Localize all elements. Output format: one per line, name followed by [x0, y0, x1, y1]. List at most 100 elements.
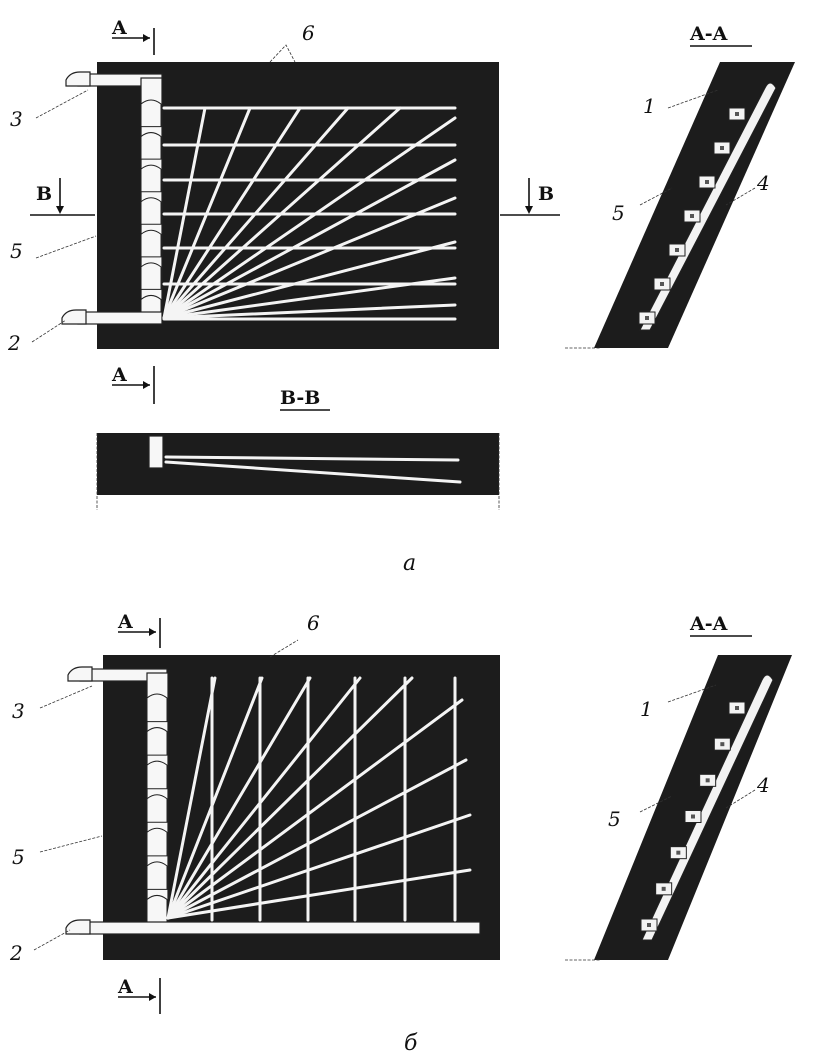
section-drill-chambers	[638, 107, 746, 325]
label-2: 2	[9, 941, 23, 965]
label-4: 4	[756, 171, 770, 195]
blast-hole	[166, 676, 414, 920]
label-3: 3	[10, 107, 23, 131]
blast-hole	[162, 196, 457, 320]
chamber-mark	[705, 778, 710, 783]
chamber-mark	[720, 742, 725, 747]
label-2: 2	[7, 331, 21, 355]
cut-a-top: A	[111, 17, 155, 55]
chamber-mark	[691, 814, 695, 819]
blast-hole	[166, 698, 464, 920]
part-b-plan: A A 3 5 2 6	[9, 611, 500, 1014]
blast-hole	[162, 240, 457, 320]
chamber-mark	[735, 706, 739, 710]
label-6: 6	[307, 611, 320, 635]
chamber-mark	[720, 146, 724, 150]
cut-a-bottom: A	[117, 976, 161, 1014]
cut-label: B	[538, 183, 554, 205]
label-4: 4	[756, 773, 770, 797]
cut-label: B	[36, 183, 52, 205]
chamber-mark	[705, 180, 709, 184]
chamber-mark	[647, 923, 651, 927]
raise-section	[148, 435, 164, 469]
lower-drift	[77, 311, 163, 325]
chamber-mark	[735, 112, 739, 116]
drill-niche	[140, 229, 162, 258]
chamber-mark	[675, 248, 679, 252]
section-title: B-B	[280, 387, 320, 409]
cut-label: A	[111, 17, 127, 39]
chamber-mark	[645, 316, 649, 320]
label-5: 5	[612, 201, 625, 225]
drill-niche	[140, 132, 162, 160]
chamber-mark	[676, 850, 681, 855]
blast-hole	[162, 158, 457, 320]
cut-label: A	[117, 976, 133, 998]
blast-hole	[162, 116, 457, 320]
drill-niche	[146, 693, 168, 723]
blast-hole	[162, 106, 252, 320]
upper-drift-portal	[67, 666, 93, 682]
cut-label: A	[117, 611, 133, 633]
cut-b-right: B	[500, 178, 560, 216]
inclined-raise	[639, 82, 777, 331]
caption-b: б	[404, 1031, 418, 1056]
blast-hole	[162, 303, 457, 320]
inclined-raise	[641, 674, 774, 941]
drill-niche	[140, 197, 162, 225]
label-5: 5	[608, 807, 621, 831]
cut-a-bottom: A	[111, 364, 155, 404]
label-1: 1	[643, 94, 656, 118]
cut-b-left: B	[30, 178, 95, 216]
raise-niches	[146, 693, 168, 924]
lower-drift-portal	[61, 309, 87, 325]
blast-hole	[162, 106, 207, 320]
blast-hole	[162, 106, 402, 320]
blast-hole	[166, 676, 217, 920]
part-a-plan: A A B B 3 5 2 6	[7, 17, 560, 404]
upper-drift-portal	[65, 71, 91, 87]
blast-hole	[166, 676, 362, 920]
blast-hole	[164, 455, 460, 462]
label-1: 1	[640, 697, 653, 721]
cut-a-top: A	[117, 611, 161, 648]
drill-niche	[146, 894, 168, 924]
chamber-mark	[661, 886, 666, 891]
ore-block-section	[97, 433, 499, 495]
drill-niche	[140, 164, 162, 193]
label-3: 3	[12, 699, 25, 723]
drill-niche	[140, 262, 162, 290]
lower-drift	[79, 921, 481, 935]
label-6: 6	[302, 21, 315, 45]
blast-hole	[166, 868, 472, 920]
drill-niche	[146, 827, 168, 857]
label-5: 5	[10, 239, 23, 263]
caption-a: а	[403, 551, 416, 576]
blast-hole	[164, 460, 462, 484]
blast-hole	[166, 758, 468, 920]
drill-niche	[146, 760, 168, 790]
blast-hole	[162, 106, 350, 320]
chamber-mark	[690, 214, 694, 218]
section-title: A-A	[689, 23, 728, 45]
blast-holes	[166, 676, 472, 922]
blast-hole	[162, 106, 302, 320]
drill-niche	[146, 861, 168, 890]
part-a-section-bb: B-B	[96, 387, 500, 510]
part-a-section-aa: A-A 1 5 4	[565, 23, 795, 349]
drill-niche	[146, 794, 168, 823]
section-title: A-A	[689, 613, 728, 635]
blast-hole	[162, 276, 457, 320]
part-b-section-aa: A-A 1 5 4	[565, 613, 792, 961]
label-5: 5	[12, 845, 25, 869]
section-drill-chambers	[640, 701, 746, 932]
blast-holes	[162, 106, 457, 321]
drill-niche	[146, 727, 168, 756]
blast-hole	[166, 676, 264, 920]
lower-drift-portal	[65, 919, 91, 935]
cut-label: A	[111, 364, 127, 386]
drill-niche	[140, 99, 162, 128]
blast-hole	[166, 676, 312, 920]
blast-hole	[166, 813, 472, 920]
